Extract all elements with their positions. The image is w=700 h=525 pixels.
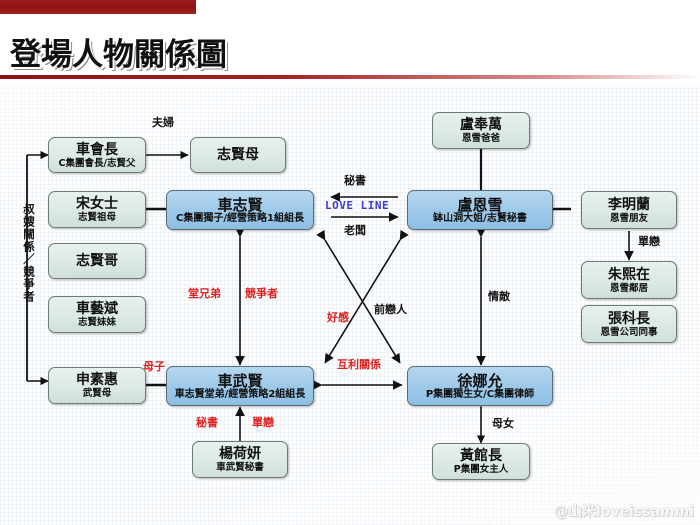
node-subtitle: C集團會長/志賢父 xyxy=(58,157,136,169)
node-subtitle: 恩雪公司同事 xyxy=(600,326,658,338)
node-name: 黃館長 xyxy=(460,448,502,464)
node-name: 朱熙在 xyxy=(608,266,650,283)
node-che-yebin[interactable]: 車藝斌 志賢妹妹 xyxy=(48,296,146,333)
node-name: 徐娜允 xyxy=(457,371,503,390)
node-name: 宋女士 xyxy=(76,196,118,212)
node-subtitle: 車志賢堂弟/經營策略2組組長 xyxy=(174,388,306,400)
node-song-lady[interactable]: 宋女士 志賢祖母 xyxy=(48,191,146,228)
node-lu-enxue[interactable]: 盧恩雪 缽山洞大姐/志賢秘書 xyxy=(407,190,553,230)
node-jihyun-mother[interactable]: 志賢母 xyxy=(190,137,286,173)
edge-label-mother-son: 母子 xyxy=(143,360,165,373)
edge-label-rivals: 競爭者 xyxy=(245,287,278,300)
node-name: 車會長 xyxy=(76,141,118,158)
node-name: 楊荷妍 xyxy=(219,446,261,462)
node-subtitle: 恩雪朋友 xyxy=(609,212,648,224)
edge-label-goodwill: 好感 xyxy=(327,311,349,324)
edge-label-secretary-top: 秘書 xyxy=(344,174,366,187)
edge-label-secretary-bottom: 秘書 xyxy=(196,416,218,429)
node-subtitle: 志賢祖母 xyxy=(77,212,116,223)
relationship-diagram-canvas: 車會長 C集團會長/志賢父 志賢母 宋女士 志賢祖母 志賢哥 車藝斌 志賢妹妹 … xyxy=(0,85,700,525)
node-zhu-xizai[interactable]: 朱熙在 恩雪鄰居 xyxy=(581,261,677,299)
watermark: @山米loveissammi xyxy=(554,504,694,520)
edge-label-ex-lover: 前戀人 xyxy=(374,303,407,316)
node-yang-heyan[interactable]: 楊荷妍 車武賢秘書 xyxy=(192,441,288,478)
node-name: 李明蘭 xyxy=(608,196,650,213)
node-name: 車武賢 xyxy=(217,371,263,390)
node-che-chairman[interactable]: 車會長 C集團會長/志賢父 xyxy=(48,137,146,173)
title-underline-rule xyxy=(0,75,700,79)
node-name: 車志賢 xyxy=(217,195,263,214)
node-subtitle: P集團獨生女/C集團律師 xyxy=(425,388,535,400)
node-zhang-chief[interactable]: 張科長 恩雪公司同事 xyxy=(581,305,677,343)
node-jihyun-brother[interactable]: 志賢哥 xyxy=(48,243,146,279)
node-name: 志賢母 xyxy=(217,147,259,163)
edge-label-crush-bottom: 單戀 xyxy=(252,416,274,429)
edge-label-love-rival: 情敵 xyxy=(488,290,510,303)
node-shen-suhui[interactable]: 申素惠 武賢母 xyxy=(48,367,146,404)
node-subtitle: 恩雪鄰居 xyxy=(609,282,648,294)
node-li-minglan[interactable]: 李明蘭 恩雪朋友 xyxy=(581,191,677,229)
node-name: 車藝斌 xyxy=(76,301,118,317)
node-subtitle: 車武賢秘書 xyxy=(216,462,264,473)
header-red-banner xyxy=(0,0,196,14)
node-huang-curator[interactable]: 黃館長 P集團女主人 xyxy=(432,443,530,480)
node-name: 申素惠 xyxy=(76,372,118,388)
node-subtitle: 缽山洞大姐/志賢秘書 xyxy=(433,212,527,224)
node-subtitle: 志賢妹妹 xyxy=(77,317,116,328)
node-name: 盧恩雪 xyxy=(457,195,503,214)
node-name: 盧奉萬 xyxy=(460,117,502,133)
node-che-jihyun[interactable]: 車志賢 C集團獨子/經營策略1組組長 xyxy=(166,190,314,230)
edge-label-mother-daughter: 母女 xyxy=(492,417,514,430)
page-title: 登場人物關係圖 xyxy=(10,37,227,73)
node-subtitle: 恩雪爸爸 xyxy=(461,133,500,144)
edge-label-love-line: LOVE LINE xyxy=(325,199,390,212)
node-lu-fengwan[interactable]: 盧奉萬 恩雪爸爸 xyxy=(432,112,530,149)
edge-label-mutual: 互利關係 xyxy=(337,358,381,371)
node-name: 張科長 xyxy=(608,310,650,327)
title-block: 登場人物關係圖 xyxy=(0,36,700,82)
connector-layer xyxy=(26,148,634,444)
node-name: 志賢哥 xyxy=(76,253,118,269)
edge-label-boss: 老闆 xyxy=(344,224,366,237)
node-subtitle: 武賢母 xyxy=(82,388,112,399)
node-xu-nayun[interactable]: 徐娜允 P集團獨生女/C集團律師 xyxy=(407,366,553,406)
edge-label-crush-right: 單戀 xyxy=(638,235,660,248)
edge-goodwill xyxy=(324,229,409,364)
edge-label-cousins: 堂兄弟 xyxy=(188,287,221,300)
edge-label-couple: 夫婦 xyxy=(152,116,174,129)
edge-label-uncle-inlaw: 叔嫂關係／競爭者 xyxy=(22,203,36,303)
node-subtitle: C集團獨子/經營策略1組組長 xyxy=(176,212,304,224)
node-che-wuhyun[interactable]: 車武賢 車志賢堂弟/經營策略2組組長 xyxy=(166,366,314,406)
node-subtitle: P集團女主人 xyxy=(453,464,509,475)
